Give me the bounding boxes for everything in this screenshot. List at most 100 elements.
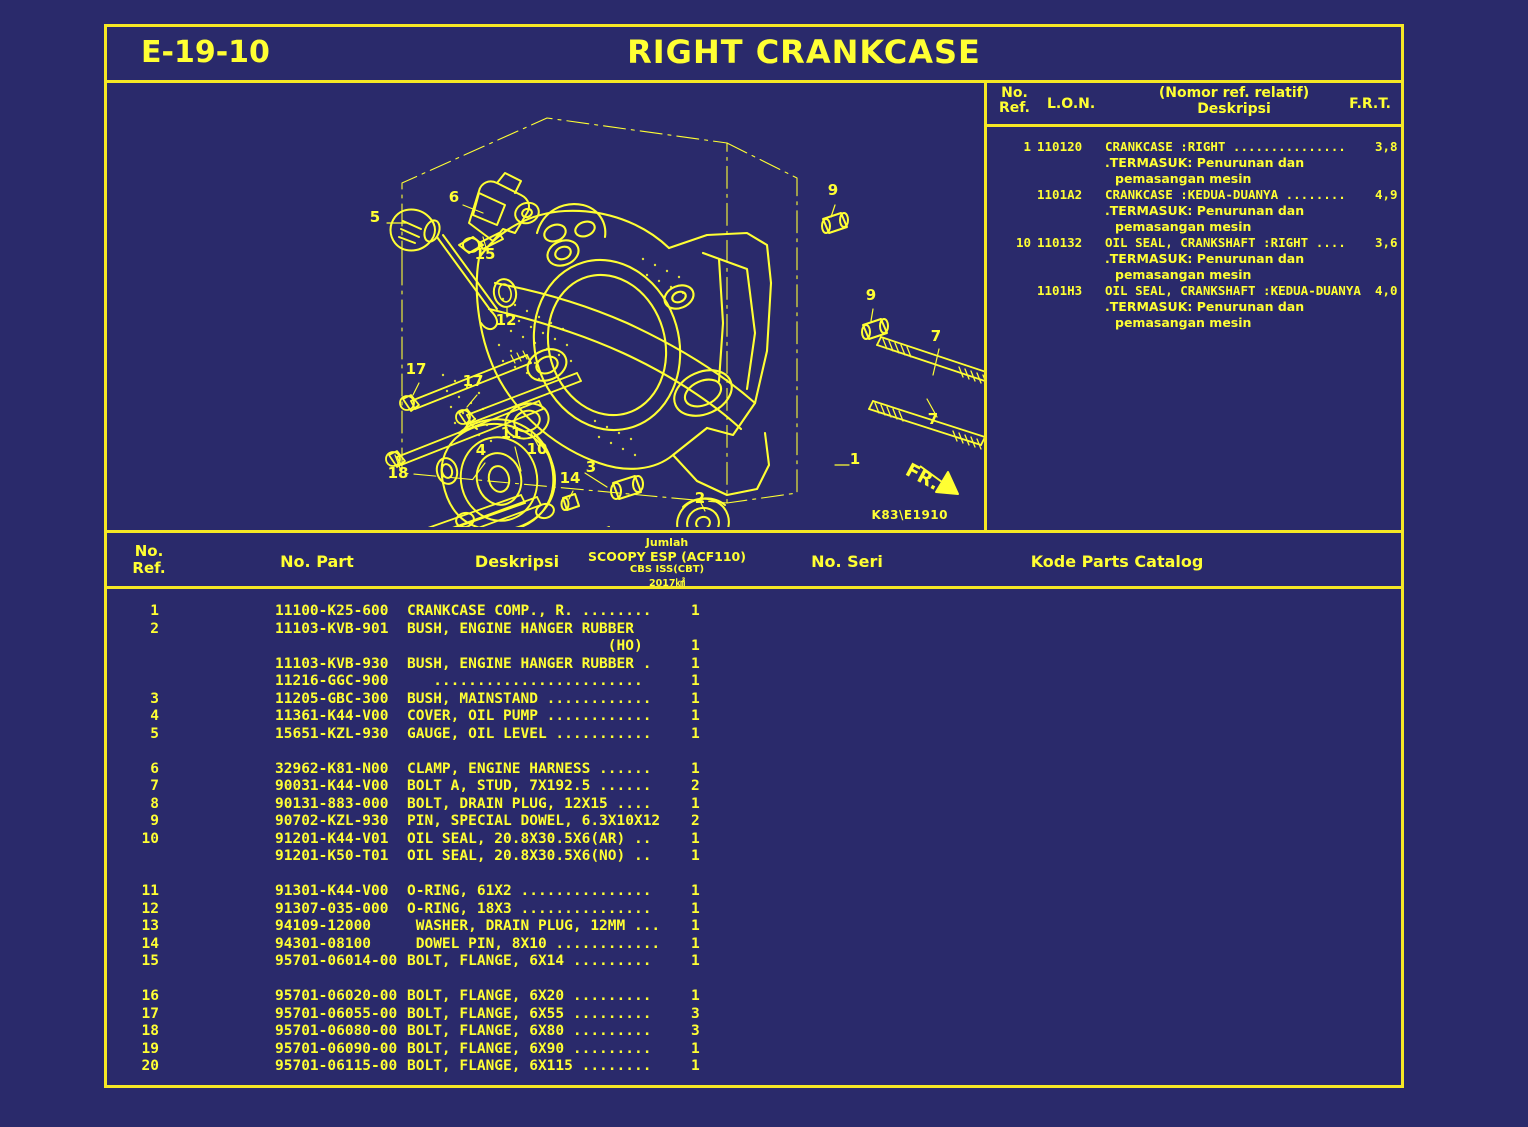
diagram-callout: 10 — [527, 440, 548, 458]
part-description: BOLT, FLANGE, 6X14 ......... — [407, 953, 652, 969]
ref-description: pemasangan mesin — [1115, 315, 1252, 330]
diagram-callout: 12 — [496, 311, 517, 329]
catalog-page: E-19-10 RIGHT CRANKCASE — [104, 24, 1404, 1088]
diagram-callout: 9 — [866, 286, 876, 304]
part-no-ref: 1 — [150, 603, 159, 619]
part-quantity: 1 — [691, 988, 700, 1004]
diagram-callout: 3 — [586, 458, 596, 476]
reference-table-row: pemasangan mesin — [987, 171, 1401, 187]
part-number: 91201-K44-V01 — [275, 830, 389, 847]
part-description: OIL SEAL, 20.8X30.5X6(AR) .. — [407, 830, 652, 847]
part-description: BOLT, FLANGE, 6X55 ......... — [407, 1005, 652, 1022]
part-description: BUSH, MAINSTAND ............ — [407, 690, 652, 707]
part-quantity: 1 — [691, 760, 700, 777]
title-bar: E-19-10 RIGHT CRANKCASE — [107, 27, 1401, 83]
part-no-ref: 17 — [141, 1005, 159, 1022]
part-number: 32962-K81-N00 — [275, 760, 389, 777]
parts-col-no-ref: No. Ref. — [132, 542, 166, 578]
ref-col-deskripsi: (Nomor ref. relatif) Deskripsi — [1158, 85, 1310, 117]
upper-section: 561512997711717181816191841110314201382 … — [107, 83, 1401, 533]
reference-table: No. Ref. L.O.N. (Nomor ref. relatif) Des… — [987, 83, 1401, 530]
diagram-callout: 7 — [928, 410, 938, 428]
ref-description: CRANKCASE :KEDUA-DUANYA ........ — [1105, 187, 1346, 202]
part-description: DOWEL PIN, 8X10 ............ — [407, 935, 661, 952]
part-quantity: 1 — [691, 655, 700, 672]
part-no-ref: 7 — [150, 778, 159, 794]
part-quantity: 1 — [691, 638, 700, 654]
parts-group-spacer — [107, 743, 1401, 761]
part-description: BUSH, ENGINE HANGER RUBBER . — [407, 655, 652, 672]
part-no-ref: 13 — [141, 918, 159, 934]
table-row: (HO)1 — [107, 638, 1401, 656]
parts-group-spacer — [107, 866, 1401, 884]
part-description: O-RING, 18X3 ............... — [407, 900, 652, 917]
ref-description: .TERMASUK: Penurunan dan — [1105, 299, 1305, 314]
reference-table-row: .TERMASUK: Penurunan dan — [987, 299, 1401, 315]
part-quantity: 1 — [691, 830, 700, 847]
part-no-ref: 19 — [141, 1040, 159, 1057]
part-description: BUSH, ENGINE HANGER RUBBER — [407, 620, 634, 637]
ref-description: .TERMASUK: Penurunan dan — [1105, 251, 1305, 266]
diagram-callout: 18 — [388, 464, 409, 482]
ref-frt: 4,0 — [1375, 283, 1398, 298]
ref-description: pemasangan mesin — [1115, 219, 1252, 234]
part-description: BOLT, FLANGE, 6X20 ......... — [407, 988, 652, 1004]
part-no-ref: 18 — [141, 1023, 159, 1039]
table-row: 1 11100-K25-600 CRANKCASE COMP., R. ......… — [107, 603, 1401, 621]
part-no-ref: 20 — [141, 1058, 159, 1074]
part-description: GAUGE, OIL LEVEL ........... — [407, 725, 652, 742]
diagram-callout: 14 — [560, 469, 581, 487]
part-number: 11361-K44-V00 — [275, 708, 389, 724]
part-description: CRANKCASE COMP., R. ........ — [407, 603, 652, 619]
table-row: 14 94301-08100 DOWEL PIN, 8X10 ..........… — [107, 936, 1401, 954]
parts-list: 1 11100-K25-600 CRANKCASE COMP., R. ......… — [107, 589, 1401, 1093]
part-description: O-RING, 61X2 ............... — [407, 883, 652, 899]
ref-lon: 110132 — [1037, 235, 1083, 250]
part-no-ref: 2 — [150, 620, 159, 637]
ref-frt: 4,9 — [1375, 187, 1398, 202]
ref-lon: 110120 — [1037, 139, 1083, 154]
crankcase-linework: 561512997711717181816191841110314201382 — [370, 117, 984, 527]
part-description: BOLT, FLANGE, 6X90 ......... — [407, 1040, 652, 1057]
ref-description: OIL SEAL, CRANKSHAFT :RIGHT .... — [1105, 235, 1346, 250]
part-number: 94301-08100 — [275, 935, 372, 952]
part-number: 11103-KVB-930 — [275, 655, 389, 672]
parts-col-jumlah: Jumlah SCOOPY ESP (ACF110) CBS ISS(CBT) … — [588, 536, 746, 589]
part-number: 91301-K44-V00 — [275, 883, 389, 899]
table-row: 11 91301-K44-V00 O-RING, 61X2 ............… — [107, 883, 1401, 901]
part-description: BOLT A, STUD, 7X192.5 ...... — [407, 778, 652, 794]
reference-table-row: pemasangan mesin — [987, 267, 1401, 283]
reference-table-row: .TERMASUK: Penurunan dan — [987, 155, 1401, 171]
diagram-callout: 11 — [501, 424, 522, 442]
diagram-callout: 1 — [850, 450, 860, 468]
part-number: 95701-06014-00 — [275, 953, 398, 969]
part-number: 11100-K25-600 — [275, 603, 389, 619]
part-no-ref: 14 — [141, 935, 159, 952]
part-quantity: 3 — [691, 1005, 700, 1022]
part-quantity: 2 — [691, 778, 700, 794]
diagram-callout: 7 — [931, 327, 941, 345]
diagram-callout: 2 — [695, 489, 705, 507]
part-description: BOLT, FLANGE, 6X115 ........ — [407, 1058, 652, 1074]
ref-description: OIL SEAL, CRANKSHAFT :KEDUA-DUANYA — [1105, 283, 1361, 298]
part-quantity: 1 — [691, 673, 700, 689]
ref-description: CRANKCASE :RIGHT ............... — [1105, 139, 1346, 154]
part-no-ref: 5 — [150, 725, 159, 742]
part-no-ref: 11 — [141, 883, 159, 899]
part-description: WASHER, DRAIN PLUG, 12MM ... — [407, 918, 661, 934]
ref-col-lon: L.O.N. — [1047, 96, 1096, 112]
part-number: 95701-06115-00 — [275, 1058, 398, 1074]
part-no-ref: 6 — [150, 760, 159, 777]
sheet-code: E-19-10 — [141, 35, 270, 70]
table-row: 11103-KVB-930 BUSH, ENGINE HANGER RUBBER … — [107, 656, 1401, 674]
drawing-code: K83\E1910 — [871, 508, 948, 522]
